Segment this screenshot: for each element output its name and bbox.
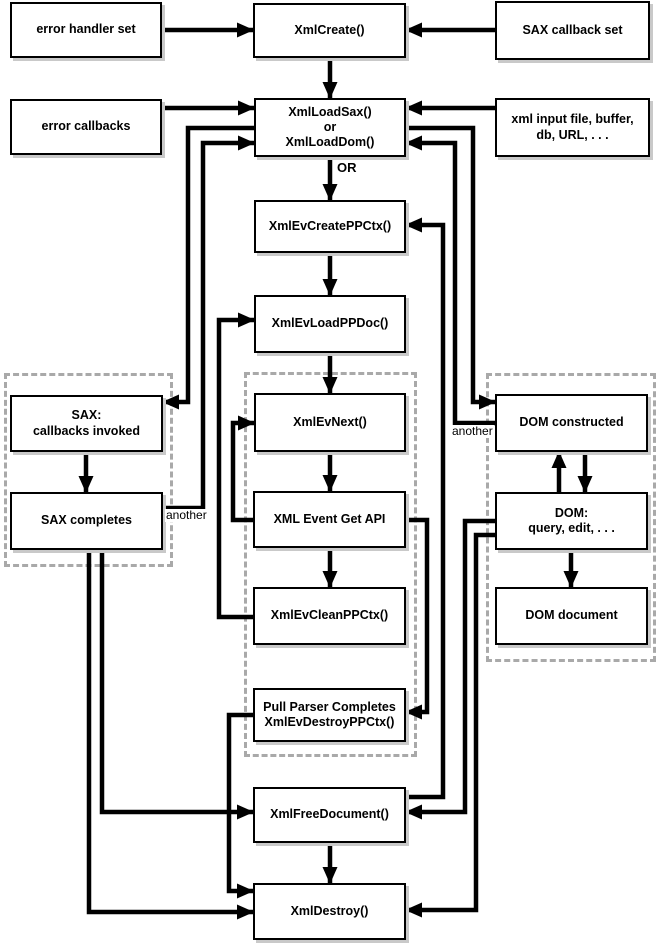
node-dom-document: DOM document (495, 587, 648, 645)
arrow-sax-completes-to-freedocument (99, 550, 254, 820)
node-xml-create: XmlCreate() (253, 3, 406, 58)
arrow-xmlload-to-sax-invoked (162, 125, 254, 410)
node-label: XmlFreeDocument() (270, 807, 389, 822)
node-label: SAX completes (40, 513, 132, 528)
arrow-evcleanppctx-to-evloadppdoc (216, 312, 255, 620)
node-xml-ev-next: XmlEvNext() (254, 393, 406, 452)
arrow-dom-constructed-another-to-xmlload (405, 135, 495, 426)
node-label: XmlEvNext() (293, 414, 367, 429)
node-label: DOM: query, edit, . . . (528, 505, 615, 535)
node-label: XmlDestroy() (290, 903, 369, 918)
arrow-sax-completes-to-destroy (86, 550, 254, 920)
node-label: XmlEvLoadPPDoc() (271, 316, 389, 331)
arrow-sax-completes-another-to-xmlload (163, 135, 255, 511)
node-label: SAX callback set (522, 22, 623, 37)
node-xml-ev-clean-ppctx: XmlEvCleanPPCtx() (253, 587, 406, 645)
node-label: error callbacks (41, 119, 131, 134)
dom-process-group (486, 373, 656, 662)
node-label: error handler set (36, 22, 136, 37)
node-xml-free-document: XmlFreeDocument() (253, 787, 406, 843)
node-label: XmlEvCleanPPCtx() (270, 608, 389, 623)
node-label: Pull Parser Completes XmlEvDestroyPPCtx(… (263, 699, 396, 729)
node-xml-ev-load-ppdoc: XmlEvLoadPPDoc() (254, 295, 406, 353)
node-dom-constructed: DOM constructed (495, 394, 648, 452)
node-sax-callback-set: SAX callback set (495, 1, 650, 60)
node-label: SAX: callbacks invoked (32, 408, 140, 438)
node-label: DOM document (525, 608, 618, 623)
arrow-event-get-api-loop-to-evnext (230, 415, 255, 523)
node-label: DOM constructed (519, 415, 624, 430)
another-label-sax: another (165, 508, 208, 523)
node-error-handler-set: error handler set (10, 2, 162, 58)
arrow-pull-parser-completes-to-destroy (226, 712, 254, 899)
node-sax-completes: SAX completes (10, 492, 163, 550)
node-label: XmlEvCreatePPCtx() (268, 218, 392, 233)
arrow-event-get-api-to-pull-parser-completes (405, 517, 430, 720)
arrow-dom-query-to-destroy (405, 532, 495, 918)
node-label: XML Event Get API (273, 511, 386, 526)
arrow-xmlload-to-dom-constructed (406, 125, 496, 410)
arrow-freedocument-to-evcreateppctx (405, 217, 446, 800)
node-error-callbacks: error callbacks (10, 99, 162, 155)
node-label: XmlCreate() (294, 22, 365, 37)
node-sax-callbacks-invoked: SAX: callbacks invoked (10, 395, 163, 452)
node-xml-event-get-api: XML Event Get API (253, 491, 406, 548)
node-xml-input: xml input file, buffer, db, URL, . . . (495, 98, 650, 157)
node-label: XmlLoadSax() or XmlLoadDom() (285, 104, 375, 150)
node-xml-load: XmlLoadSax() or XmlLoadDom() (254, 98, 406, 157)
arrow-dom-query-to-freedocument (405, 518, 495, 820)
another-label-dom: another (451, 424, 494, 439)
node-xml-ev-create-ppctx: XmlEvCreatePPCtx() (254, 200, 406, 253)
node-label: xml input file, buffer, db, URL, . . . (511, 112, 634, 142)
node-dom-query-edit: DOM: query, edit, . . . (495, 492, 648, 550)
or-branch-label: OR (336, 160, 358, 176)
node-xml-destroy: XmlDestroy() (253, 883, 406, 940)
node-pull-parser-completes: Pull Parser Completes XmlEvDestroyPPCtx(… (253, 688, 406, 742)
